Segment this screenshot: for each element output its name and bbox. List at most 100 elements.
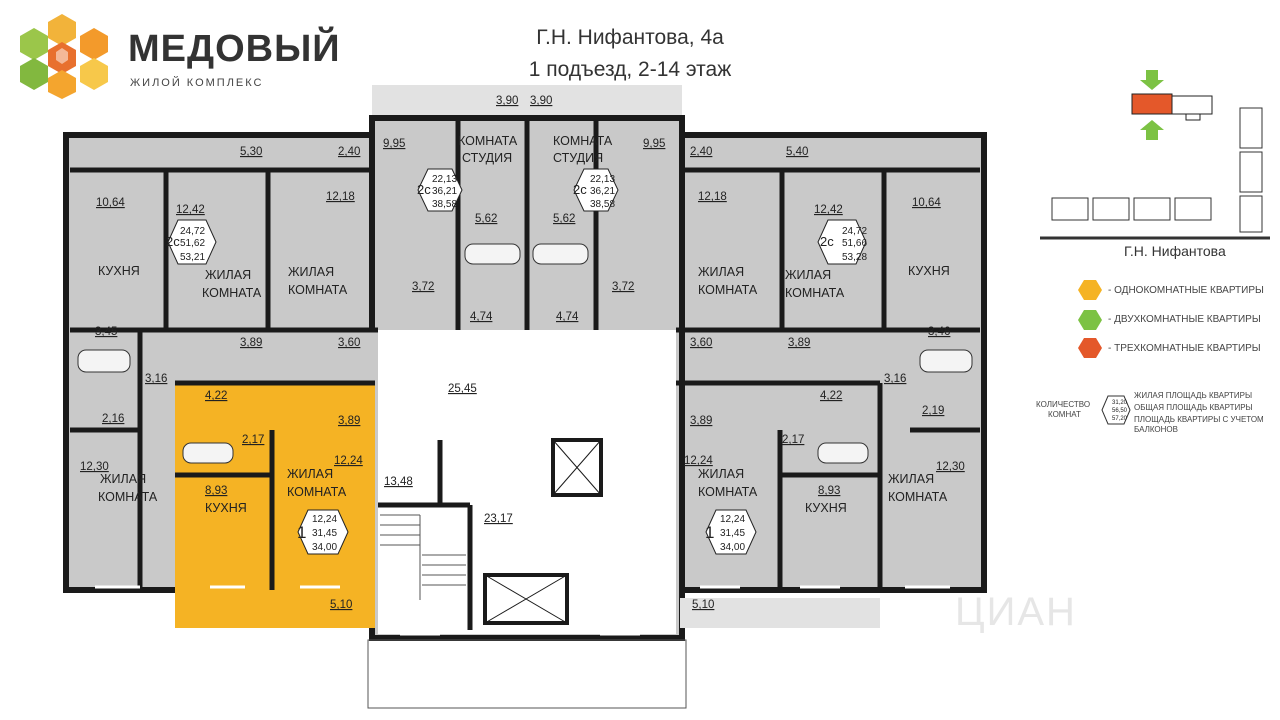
living-label-7b: КОМНАТА — [698, 485, 758, 499]
area-label: 5,10 — [330, 599, 352, 611]
living-label-2b: КОМНАТА — [288, 283, 348, 297]
area-label: 8,93 — [818, 485, 840, 497]
bathtub-3 — [532, 243, 589, 265]
area-label: 5,10 — [692, 599, 714, 611]
area-label: 12,42 — [176, 204, 205, 216]
area-label: 3,45 — [95, 326, 117, 338]
legend-badge-v3: 57,20 — [1112, 416, 1128, 422]
badge-right-2c-v2: 51,66 — [842, 238, 867, 249]
area-label: 12,42 — [814, 204, 843, 216]
living-label-6a: ЖИЛАЯ — [287, 467, 333, 481]
legend-desc-2: ОБЩАЯ ПЛОЩАДЬ КВАРТИРЫ — [1134, 403, 1253, 412]
corridor-left — [140, 330, 378, 382]
area-label: 12,30 — [936, 461, 965, 473]
street-label: Г.Н. Нифантова — [1124, 243, 1226, 259]
badge-right-1-rooms: 1 — [705, 523, 714, 542]
studio-label-rb: СТУДИЯ — [553, 151, 603, 165]
badge-right-2c — [817, 219, 867, 265]
living-label-2a: ЖИЛАЯ — [288, 265, 334, 279]
living-label-6b: КОМНАТА — [287, 485, 347, 499]
living-label-8b: КОМНАТА — [888, 490, 948, 504]
legend-dot-two-room — [1078, 310, 1102, 330]
area-label: 8,93 — [205, 485, 227, 497]
badge-right-1-v3: 34,00 — [720, 542, 745, 553]
area-label: 3,60 — [690, 337, 712, 349]
badge-right-2c-rooms: 2с — [820, 234, 834, 249]
area-label: 5,40 — [786, 146, 808, 158]
studio-label-ra: КОМНАТА — [553, 134, 613, 148]
badge-left-1 — [297, 509, 349, 555]
logo-icon — [20, 14, 108, 99]
kitchen-label-4: КУХНЯ — [805, 501, 847, 515]
area-label: 12,30 — [80, 461, 109, 473]
area-label: 4,74 — [556, 311, 579, 323]
watermark: ЦИАН — [955, 590, 1077, 634]
living-label-4b: КОМНАТА — [785, 286, 845, 300]
kitchen-label-3: КУХНЯ — [205, 501, 247, 515]
area-label: 2,17 — [242, 434, 264, 446]
living-label-7a: ЖИЛАЯ — [698, 467, 744, 481]
area-label: 3,89 — [240, 337, 262, 349]
legend-badge — [1101, 395, 1131, 425]
badge-right-1 — [705, 509, 757, 555]
badge-left-2c-rooms: 2с — [166, 234, 180, 249]
living-label-1a: ЖИЛАЯ — [205, 268, 251, 282]
badge-left-1-rooms: 1 — [297, 523, 306, 542]
living-label-3b: КОМНАТА — [698, 283, 758, 297]
badge-right-1-v2: 31,45 — [720, 528, 745, 539]
area-label: 3,90 — [530, 95, 552, 107]
area-label: 3,90 — [496, 95, 518, 107]
area-label: 25,45 — [448, 383, 477, 395]
badge-studio-right — [573, 168, 619, 212]
studio-label-la: КОМНАТА — [458, 134, 518, 148]
living-label-4a: ЖИЛАЯ — [785, 268, 831, 282]
badge-left-1-v2: 31,45 — [312, 528, 337, 539]
area-label: 12,18 — [326, 191, 355, 203]
area-label: 3,60 — [338, 337, 360, 349]
area-label: 3,46 — [928, 326, 950, 338]
legend-desc-3: ПЛОЩАДЬ КВАРТИРЫ С УЧЕТОМ — [1134, 415, 1264, 424]
kitchen-label-2: КУХНЯ — [908, 264, 950, 278]
legend-count-label: КОЛИЧЕСТВО — [1036, 400, 1091, 409]
area-label: 3,89 — [788, 337, 810, 349]
badge-left-2c — [167, 219, 217, 265]
living-label-5a: ЖИЛАЯ — [100, 472, 146, 486]
area-label: 12,24 — [684, 455, 713, 467]
living-label-3a: ЖИЛАЯ — [698, 265, 744, 279]
legend-dot-three-room — [1078, 338, 1102, 358]
apartment-one-room-highlight — [175, 383, 375, 598]
area-label: 2,40 — [690, 146, 712, 158]
area-label: 10,64 — [912, 197, 941, 209]
area-label: 4,74 — [470, 311, 493, 323]
badge-studio-right-v1: 22,13 — [590, 174, 615, 185]
area-label: 9,95 — [383, 138, 405, 150]
legend-desc-1: ЖИЛАЯ ПЛОЩАДЬ КВАРТИРЫ — [1134, 391, 1253, 400]
badge-studio-right-v2: 36,21 — [590, 186, 615, 197]
area-label: 9,95 — [643, 138, 665, 150]
key-plan — [1040, 70, 1270, 240]
area-label: 2,19 — [922, 405, 944, 417]
area-label: 12,18 — [698, 191, 727, 203]
badge-studio-left-v2: 36,21 — [432, 186, 457, 197]
brand-subtitle: ЖИЛОЙ КОМПЛЕКС — [130, 77, 264, 89]
hall — [378, 330, 676, 432]
legend-dot-one-room — [1078, 280, 1102, 300]
brand-name: МЕДОВЫЙ — [128, 28, 341, 70]
balcony-top-center — [372, 85, 682, 120]
legend-count-label-2: КОМНАТ — [1048, 410, 1081, 419]
area-label: 5,62 — [553, 213, 575, 225]
badge-left-2c-v3: 53,21 — [180, 252, 205, 263]
kitchen-label-1: КУХНЯ — [98, 264, 140, 278]
bathtub-1 — [77, 349, 131, 373]
badge-right-2c-v3: 53,28 — [842, 252, 867, 263]
bathtub-6 — [817, 442, 869, 464]
porch — [367, 639, 687, 709]
legend-one-room: - ОДНОКОМНАТНЫЕ КВАРТИРЫ — [1108, 285, 1264, 296]
badge-studio-left — [417, 168, 463, 212]
living-label-5b: КОМНАТА — [98, 490, 158, 504]
legend-desc-4: БАЛКОНОВ — [1134, 425, 1178, 434]
area-label: 2,40 — [338, 146, 360, 158]
area-label: 3,89 — [338, 415, 360, 427]
badge-left-2c-v1: 24,72 — [180, 226, 205, 237]
